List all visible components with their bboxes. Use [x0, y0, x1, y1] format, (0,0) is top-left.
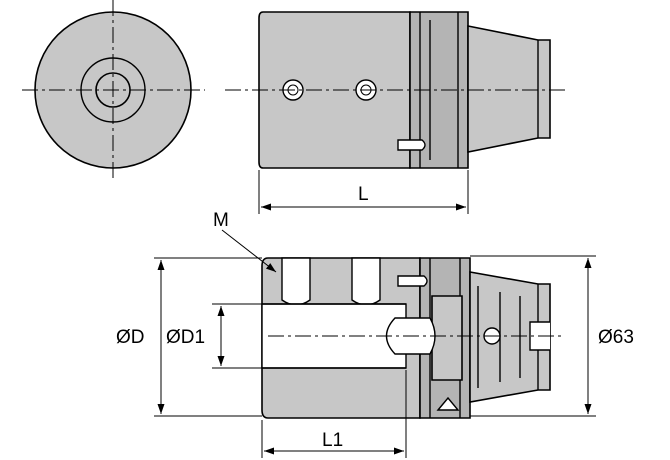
section-view: [261, 257, 565, 419]
label-bore-diameter: ØD1: [166, 327, 205, 348]
label-bore-depth: L1: [322, 430, 343, 451]
label-diameter: ØD: [116, 327, 145, 348]
dimension-bore-depth: L1: [261, 370, 407, 458]
end-view: [22, 0, 205, 180]
dimension-bore-diameter: ØD1: [166, 303, 262, 369]
dimension-diameter: ØD: [116, 257, 262, 417]
dimension-flange-diameter: Ø63: [470, 255, 634, 417]
label-flange-diameter: Ø63: [598, 327, 634, 348]
label-length: L: [358, 184, 369, 205]
thread-callout: M: [213, 210, 277, 273]
label-thread: M: [213, 210, 229, 231]
dimension-length: L: [258, 170, 469, 214]
side-view: [225, 11, 565, 169]
